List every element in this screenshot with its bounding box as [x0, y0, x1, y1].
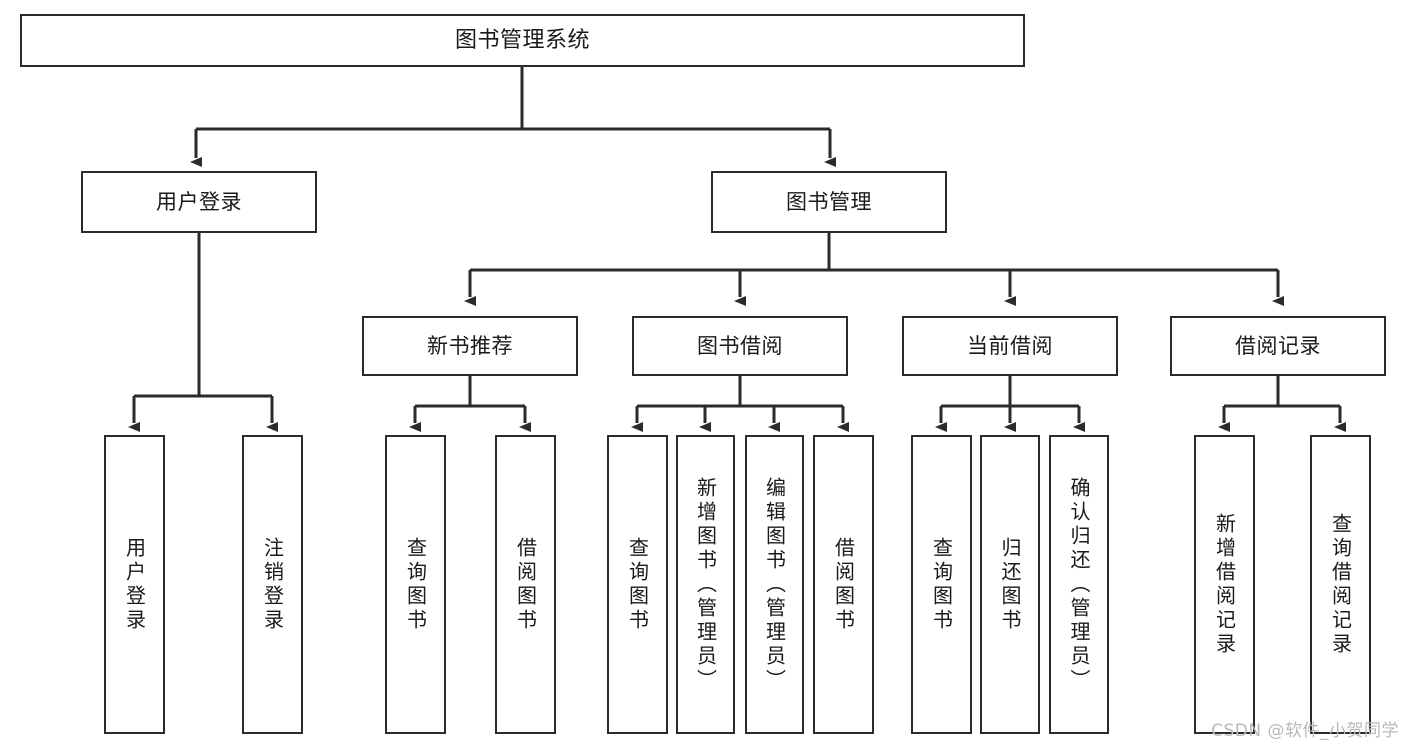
node-new-book-recommend[interactable]: 新书推荐: [362, 316, 578, 376]
node-label: 借阅图书: [513, 536, 538, 633]
leaf-user-login-action[interactable]: 用户登录: [104, 435, 165, 734]
leaf-current-return-book[interactable]: 归还图书: [980, 435, 1040, 734]
leaf-current-confirm-return-admin[interactable]: 确认归还（管理员）: [1049, 435, 1109, 734]
node-label: 注销登录: [260, 536, 285, 633]
leaf-record-add-record[interactable]: 新增借阅记录: [1194, 435, 1255, 734]
node-label: 图书借阅: [697, 333, 783, 358]
node-label: 归还图书: [998, 536, 1022, 633]
node-label: 查询借阅记录: [1328, 512, 1353, 657]
node-book-management[interactable]: 图书管理: [711, 171, 947, 233]
node-current-borrow[interactable]: 当前借阅: [902, 316, 1118, 376]
leaf-recommend-query-book[interactable]: 查询图书: [385, 435, 446, 734]
leaf-borrow-query-book[interactable]: 查询图书: [607, 435, 668, 734]
leaf-borrow-borrow-book[interactable]: 借阅图书: [813, 435, 874, 734]
leaf-record-query-record[interactable]: 查询借阅记录: [1310, 435, 1371, 734]
node-label: 图书管理系统: [454, 27, 590, 53]
leaf-borrow-edit-book-admin[interactable]: 编辑图书（管理员）: [745, 435, 804, 734]
node-label: 确认归还（管理员）: [1067, 476, 1091, 693]
node-label: 查询图书: [929, 536, 954, 633]
node-label: 用户登录: [156, 189, 242, 214]
node-label: 借阅记录: [1235, 333, 1321, 358]
leaf-borrow-add-book-admin[interactable]: 新增图书（管理员）: [676, 435, 735, 734]
node-label: 用户登录: [122, 536, 147, 633]
node-label: 新增图书（管理员）: [693, 476, 718, 693]
node-label: 查询图书: [403, 536, 428, 633]
node-label: 查询图书: [625, 536, 650, 633]
node-label: 当前借阅: [967, 333, 1053, 358]
node-label: 新增借阅记录: [1212, 512, 1237, 657]
node-root-system[interactable]: 图书管理系统: [20, 14, 1025, 67]
node-label: 编辑图书（管理员）: [762, 476, 787, 693]
node-label: 图书管理: [786, 189, 872, 214]
leaf-logout[interactable]: 注销登录: [242, 435, 303, 734]
leaf-current-query-book[interactable]: 查询图书: [911, 435, 972, 734]
node-label: 新书推荐: [427, 333, 513, 358]
node-borrow-record[interactable]: 借阅记录: [1170, 316, 1386, 376]
watermark-text: CSDN @软件_小贺同学: [1211, 721, 1399, 741]
node-user-login[interactable]: 用户登录: [81, 171, 317, 233]
node-book-borrow[interactable]: 图书借阅: [632, 316, 848, 376]
node-label: 借阅图书: [831, 536, 856, 633]
leaf-recommend-borrow-book[interactable]: 借阅图书: [495, 435, 556, 734]
